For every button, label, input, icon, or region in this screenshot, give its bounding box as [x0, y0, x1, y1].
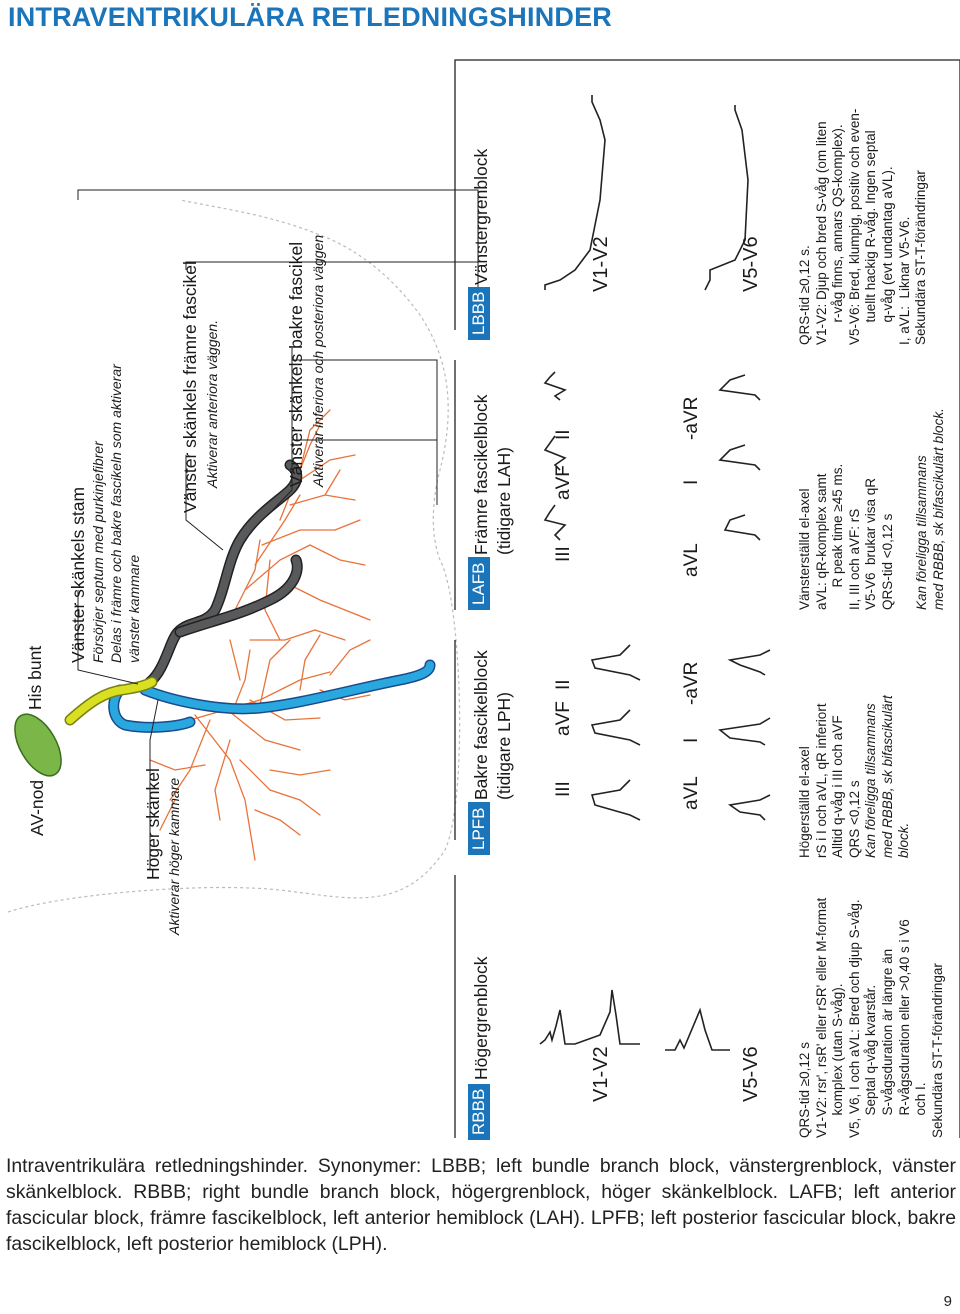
left-stem-label: Vänster skänkels stam [68, 486, 88, 663]
left-anterior-label: Vänster skänkels främre fascikel [180, 261, 200, 513]
lafb-lead-avr: -aVR [681, 396, 702, 440]
rbbb-name: Högergrenblock [471, 956, 491, 1080]
ecg-lbbb-v1v2 [544, 95, 606, 290]
left-anterior-desc: Aktiverar anteriora väggen. [204, 319, 220, 488]
left-posterior-desc: Aktiverar inferiora och posteriora vägge… [310, 234, 326, 487]
lpfb-lead-avf: aVF [553, 701, 574, 736]
lafb-lead-i: I [681, 479, 702, 485]
rbbb-lead-v5v6: V5-V6 [740, 1046, 762, 1102]
lpfb-name-sub: (tidigare LPH) [494, 692, 514, 800]
purkinje-fibers [149, 409, 371, 861]
lafb-name-sub: (tidigare LAH) [494, 447, 514, 555]
lbbb-criteria: QRS-tid ≥0,12 s. V1-V2: Djup och bred S-… [797, 108, 929, 345]
lpfb-name: Bakre fascikelblock [471, 650, 491, 800]
av-node-label: AV-nod [27, 779, 47, 836]
left-stem-desc-3: vänster kammare [126, 554, 142, 663]
conduction-diagram [7, 59, 960, 1138]
av-node [14, 713, 62, 777]
section-frames [454, 59, 960, 1138]
ecg-lbbb-v5v6 [704, 105, 749, 291]
his-bundle-label: His bunt [25, 645, 45, 710]
page-title: INTRAVENTRIKULÄRA RETLEDNINGSHINDER [8, 2, 612, 32]
right-bundle-label: Höger skänkel [143, 768, 163, 880]
ecg-lpfb [590, 644, 771, 821]
lafb-lead-avl: aVL [681, 543, 702, 577]
lpfb-lead-iii: III [553, 781, 574, 797]
lafb-abbr: LAFB [468, 557, 490, 610]
lafb-criteria-2: Kan föreligga tillsammans med RBBB, sk b… [914, 408, 946, 610]
lafb-name: Främre fascikelblock [471, 394, 491, 555]
rbbb-criteria: QRS-tid ≥0,12 s V1-V2: rsr', rsR' eller … [797, 897, 945, 1138]
left-stem-desc-1: Försörjer septum med purkinjefibrer [90, 441, 106, 663]
lbbb-abbr: LBBB [468, 286, 490, 340]
lafb-lead-iii: III [553, 546, 574, 562]
lbbb-lead-v1v2: V1-V2 [590, 236, 612, 292]
ecg-rbbb-v5v6 [665, 1007, 730, 1051]
lbbb-lead-v5v6: V5-V6 [740, 236, 762, 292]
ecg-rbbb-v1v2 [539, 989, 640, 1045]
lafb-criteria-1: Vänsterställd el-axel aVL: qR-komplex sa… [797, 463, 895, 610]
right-bundle-desc: Aktiverar höger kammare [166, 777, 182, 935]
rbbb-lead-v1v2: V1-V2 [590, 1046, 612, 1102]
ecg-lafb [543, 371, 761, 541]
leader-lines [77, 189, 479, 870]
lpfb-lead-avl: aVL [681, 776, 702, 810]
rbbb-abbr: RBBB [468, 1083, 490, 1140]
lpfb-criteria-2: Kan föreligga tillsammans med RBBB, sk b… [863, 695, 912, 858]
page-number: 9 [943, 1293, 952, 1310]
lpfb-criteria-1: Högerställd el-axel rS i I och aVL, qR i… [797, 703, 862, 858]
lafb-lead-ii: II [553, 429, 574, 440]
lpfb-lead-ii: II [553, 679, 574, 690]
lbbb-name: Vänstergrenblock [471, 148, 491, 285]
lafb-lead-avf: aVF [553, 465, 574, 500]
lpfb-lead-avr: -aVR [681, 661, 702, 705]
left-posterior-label: Vänster skänkels bakre fascikel [286, 241, 306, 487]
lpfb-lead-i: I [681, 737, 702, 743]
heart-outline [7, 199, 461, 913]
left-stem-desc-2: Delas i främre och bakre fascikeln som a… [108, 364, 124, 663]
lpfb-abbr: LPFB [468, 802, 490, 855]
figure-caption: Intraventrikulära retledningshinder. Syn… [6, 1155, 956, 1255]
